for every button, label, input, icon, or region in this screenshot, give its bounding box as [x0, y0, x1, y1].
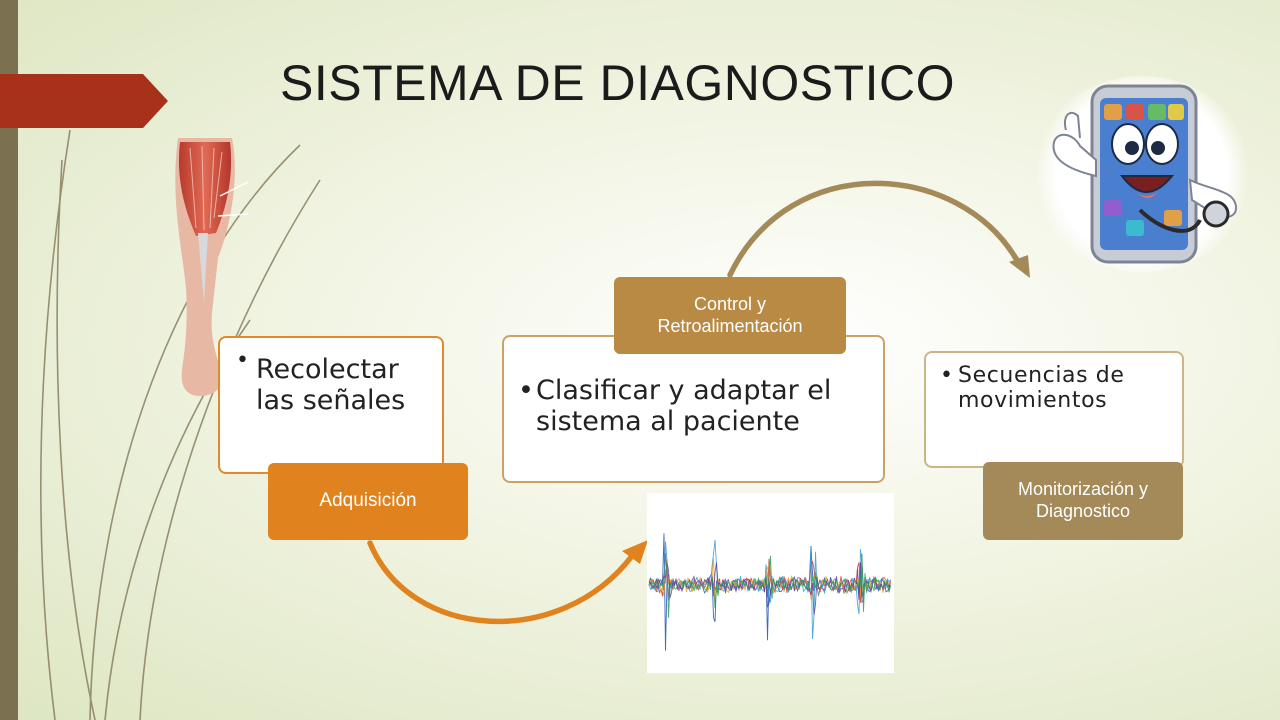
signal-trace	[648, 533, 891, 651]
bullet-list: Recolectar las señales	[236, 348, 438, 416]
arrow-tan	[727, 180, 1021, 278]
slide-title: SISTEMA DE DIAGNOSTICO	[280, 55, 955, 111]
arrow-orange	[367, 540, 635, 625]
bullet-item: Clasificar y adaptar el sistema al pacie…	[518, 375, 878, 437]
leg-anatomy-image	[175, 138, 249, 396]
bullet-list: Clasificar y adaptar el sistema al pacie…	[518, 375, 878, 437]
signal-trace	[648, 553, 891, 618]
signal-trace	[648, 562, 891, 616]
bullet-item: Recolectar las señales	[236, 348, 438, 416]
arrow-orange-head	[622, 540, 648, 564]
bullet-list: Secuencias de movimientos	[940, 363, 1180, 414]
step-box-monitoring: Secuencias de movimientos	[924, 351, 1184, 468]
bullet-item: Secuencias de movimientos	[940, 363, 1180, 414]
cartoon-phone-doctor-image	[1052, 84, 1238, 264]
step-label-monitoring: Monitorización y Diagnostico	[983, 462, 1183, 540]
sidebar-bar	[0, 0, 18, 720]
decorative-curves	[40, 129, 321, 720]
arrow-tan-head	[1009, 255, 1030, 278]
title-tab-arrow	[0, 74, 168, 128]
step-label-acquisition: Adquisición	[268, 463, 468, 540]
step-label-control: Control y Retroalimentación	[614, 277, 846, 354]
step-box-acquisition: Recolectar las señales	[218, 336, 444, 474]
emg-signal-image	[647, 493, 894, 673]
step-box-control: Clasificar y adaptar el sistema al pacie…	[502, 335, 885, 483]
